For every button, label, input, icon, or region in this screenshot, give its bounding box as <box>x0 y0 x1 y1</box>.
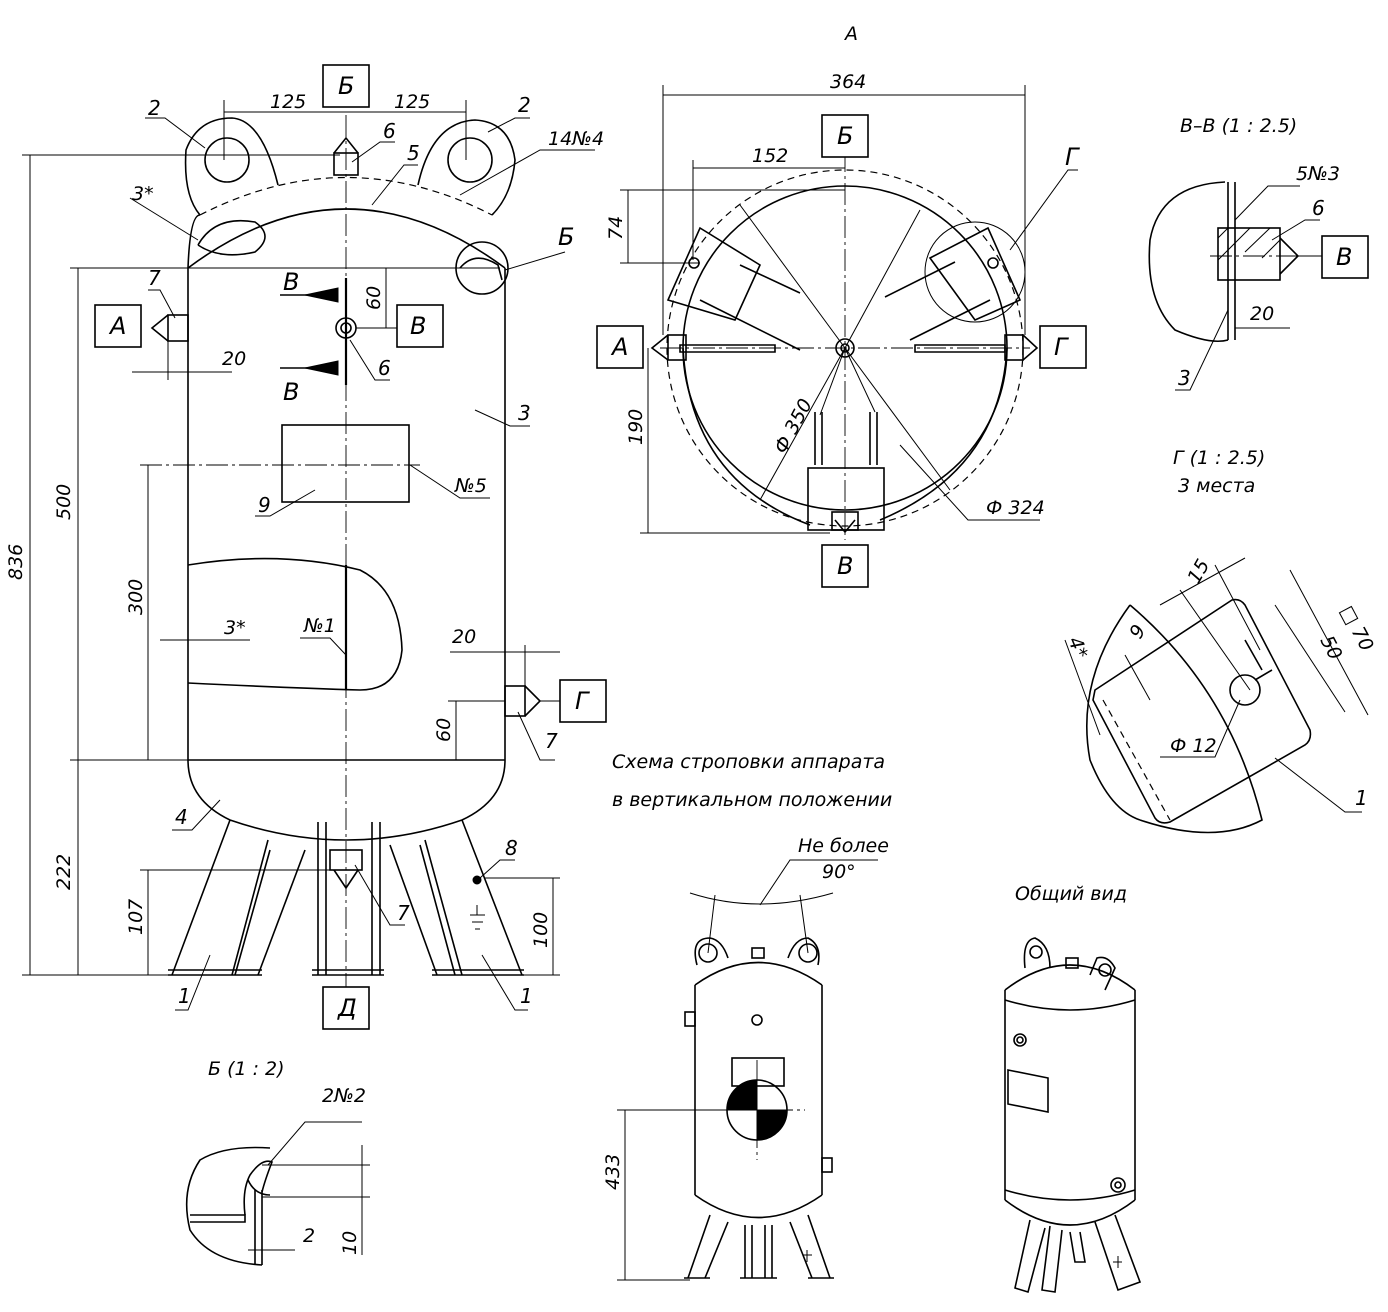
detail-g-note: 3 места <box>1178 475 1255 497</box>
callout-7-bottom: 7 <box>397 901 410 925</box>
callout-4: 4 <box>175 805 188 829</box>
front-marker-boxes: Б А В Г Д <box>94 64 607 1030</box>
front-dimensions: 125 125 836 500 300 222 107 100 60 60 20… <box>5 91 560 976</box>
weld-n1: №1 <box>303 615 336 637</box>
section-arrows-v: В В <box>280 268 339 406</box>
dim-60-top: 60 <box>363 286 385 310</box>
callout-5: 5 <box>407 141 420 165</box>
weld-3star-top: 3* <box>132 183 154 205</box>
dim-500: 500 <box>53 484 75 520</box>
section-callout-6: 6 <box>1312 196 1325 220</box>
callout-6-mid: 6 <box>378 356 391 380</box>
callout-1-left: 1 <box>178 984 191 1008</box>
section-v-marker: В <box>1336 243 1352 271</box>
callout-g: Г <box>1065 143 1080 171</box>
general-view-title: Общий вид <box>1015 883 1127 905</box>
section-v-title: В–В (1 : 2.5) <box>1180 115 1297 137</box>
weld-14n4: 14№4 <box>548 128 604 150</box>
sling-angle-2: 90° <box>822 861 856 883</box>
view-a-marker-v: В <box>837 552 853 580</box>
dim-152: 152 <box>752 145 788 167</box>
dim-107: 107 <box>125 899 147 935</box>
view-a: А 364 152 74 190 Ф 350 <box>596 23 1087 588</box>
detail-dim-4: 4* <box>1063 634 1091 662</box>
dim-190: 190 <box>625 409 647 445</box>
sling-title-2: в вертикальном положении <box>612 789 892 811</box>
detail-dim-phi12: Ф 12 <box>1170 735 1217 757</box>
marker-d-bottom: Д <box>337 994 357 1022</box>
dim-364: 364 <box>830 71 866 93</box>
dim-20-right: 20 <box>452 626 476 648</box>
detail-dim-15: 15 <box>1183 556 1214 588</box>
weld-5n3: 5№3 <box>1296 163 1340 185</box>
dim-125-left: 125 <box>270 91 306 113</box>
weld-n5: №5 <box>454 475 487 497</box>
arrow-label-v-top: В <box>283 268 299 296</box>
dim-836: 836 <box>5 544 27 580</box>
view-a-marker-a: А <box>610 333 628 361</box>
callout-7-left: 7 <box>148 266 161 290</box>
section-callout-3: 3 <box>1178 366 1191 390</box>
dim-100: 100 <box>530 912 552 948</box>
marker-g-right: Г <box>575 687 590 715</box>
detail-callout-1: 1 <box>1355 786 1368 810</box>
weld-3star-middle: 3* <box>224 617 246 639</box>
sling-dim-433: 433 <box>602 1154 624 1190</box>
callout-1-right: 1 <box>520 984 533 1008</box>
view-a-title: А <box>843 23 858 45</box>
detail-b-dim-10: 10 <box>339 1231 361 1255</box>
detail-b-title: Б (1 : 2) <box>208 1058 285 1080</box>
callout-7-right: 7 <box>545 729 558 753</box>
dim-222: 222 <box>53 854 75 890</box>
section-v-v: В–В (1 : 2.5) В 5№3 6 20 3 <box>1148 115 1369 391</box>
detail-b: Б (1 : 2) 2 10 2№2 <box>185 1058 370 1266</box>
callout-6-top: 6 <box>383 119 396 143</box>
callout-9: 9 <box>258 493 271 517</box>
section-dim-20: 20 <box>1250 303 1274 325</box>
detail-g-title: Г (1 : 2.5) <box>1173 447 1265 469</box>
dim-phi324: Ф 324 <box>986 497 1045 519</box>
detail-g: Г (1 : 2.5) 3 места 15 9 50 □ 70 4* Ф 12… <box>1063 447 1378 834</box>
sling-scheme: Схема строповки аппарата в вертикальном … <box>602 751 892 1281</box>
view-a-marker-b: Б <box>837 122 853 150</box>
dim-60-bottom: 60 <box>433 718 455 742</box>
dim-300: 300 <box>125 579 147 615</box>
callout-2-left: 2 <box>148 96 161 120</box>
weld-2n2: 2№2 <box>322 1085 366 1107</box>
dim-125-right: 125 <box>394 91 430 113</box>
general-view: Общий вид <box>1004 883 1142 1294</box>
detail-b-dim-2: 2 <box>303 1225 315 1247</box>
marker-v-right: В <box>410 312 426 340</box>
callout-b-detail: Б <box>558 223 574 251</box>
callout-8: 8 <box>505 836 518 860</box>
sling-title-1: Схема строповки аппарата <box>612 751 885 773</box>
callout-3: 3 <box>518 401 531 425</box>
detail-dim-50: 50 <box>1316 632 1347 664</box>
sling-angle-1: Не более <box>798 835 889 857</box>
arrow-label-v-bottom: В <box>283 378 299 406</box>
marker-b-top: Б <box>338 72 354 100</box>
dim-20-left: 20 <box>222 348 246 370</box>
callout-2-right: 2 <box>518 93 531 117</box>
marker-a-left: А <box>108 312 126 340</box>
front-view <box>140 115 542 990</box>
front-callouts: 2 2 6 5 14№4 Б 7 6 3 №5 9 №1 7 4 8 7 1 1 <box>145 93 604 1011</box>
dim-74: 74 <box>605 216 627 240</box>
dim-phi350: Ф 350 <box>770 395 817 457</box>
detail-dim-9: 9 <box>1125 621 1150 642</box>
view-a-marker-g: Г <box>1054 333 1069 361</box>
